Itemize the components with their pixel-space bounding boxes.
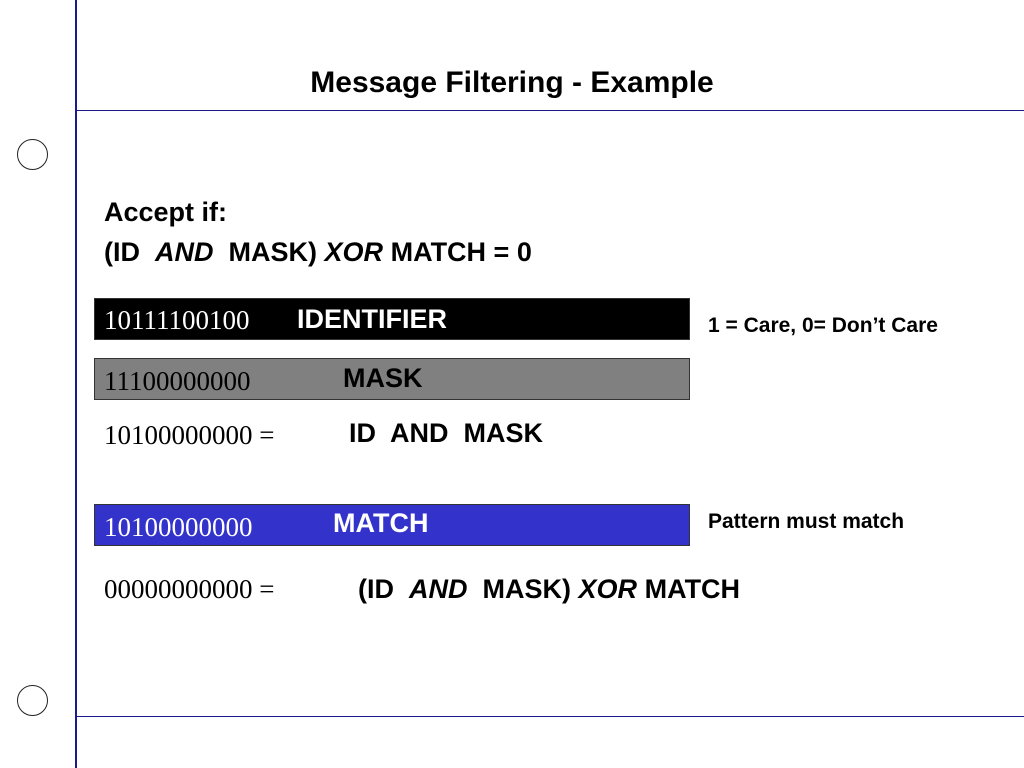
id-and-mask-label: ID AND MASK (349, 418, 543, 448)
top-rule-line (76, 110, 1024, 111)
identifier-bar (94, 298, 690, 340)
match-label: MATCH (333, 508, 429, 538)
slide-title-text: Message Filtering - Example (310, 66, 714, 99)
pattern-note: Pattern must match (708, 510, 905, 533)
id-and-mask-bits: 10100000000 = (104, 420, 275, 450)
formula-match: MATCH = 0 (390, 237, 532, 267)
formula-mask: MASK) (228, 237, 318, 267)
slide-title: Message Filtering - Example (0, 66, 1024, 100)
formula-id: (ID (104, 237, 140, 267)
identifier-label: IDENTIFIER (297, 304, 448, 334)
formula-and: AND (155, 237, 214, 267)
mask-bar (94, 358, 690, 400)
care-note: 1 = Care, 0= Don’t Care (708, 314, 938, 337)
result-and: AND (409, 574, 468, 604)
result-xor: XOR (578, 574, 638, 604)
accept-rule-heading: Accept if: (104, 197, 228, 227)
formula-xor: XOR (324, 237, 384, 267)
result-formula: (ID AND MASK) XOR MATCH (358, 574, 740, 605)
match-bar (94, 504, 690, 546)
result-match: MATCH (644, 574, 741, 604)
identifier-bits: 10111100100 (104, 305, 250, 335)
bottom-rule-line (76, 716, 1024, 717)
result-bits: 00000000000 = (104, 574, 275, 604)
binder-hole-top (17, 139, 48, 170)
binder-hole-bottom (17, 685, 48, 716)
result-id: (ID (358, 574, 394, 604)
mask-bits: 11100000000 (104, 366, 251, 396)
accept-rule-formula: (ID AND MASK) XOR MATCH = 0 (104, 237, 532, 268)
match-bits: 10100000000 (104, 512, 253, 542)
margin-vertical-line (75, 0, 77, 768)
result-mask: MASK) (482, 574, 572, 604)
mask-label: MASK (343, 363, 423, 393)
